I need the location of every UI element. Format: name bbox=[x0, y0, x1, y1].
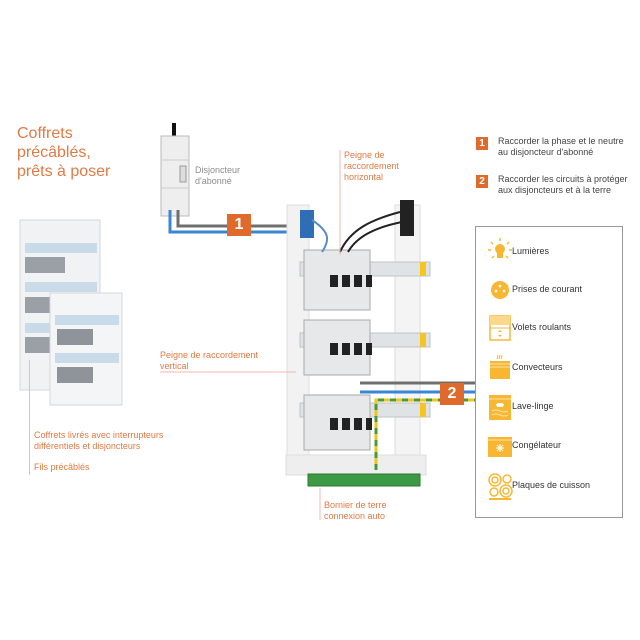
legend-label: Congélateur bbox=[512, 440, 562, 450]
page-title: Coffrets précâblés, prêts à poser bbox=[17, 124, 110, 181]
legend-label: Convecteurs bbox=[512, 362, 563, 372]
phase-wire-1 bbox=[168, 210, 300, 234]
small-enclosure bbox=[49, 292, 123, 406]
freezer-icon bbox=[488, 437, 512, 457]
legend-item-lumieres: Lumières bbox=[476, 235, 622, 269]
cooktop-icon bbox=[488, 473, 513, 500]
title-line-3: prêts à poser bbox=[17, 163, 111, 180]
earth-wire-yellow bbox=[374, 398, 475, 470]
socket-icon bbox=[491, 281, 509, 299]
legend-item-plaques: Plaques de cuisson bbox=[476, 469, 622, 503]
earth-terminal-block bbox=[307, 473, 421, 487]
circuit-legend: Lumières Prises de courant Volets roulan… bbox=[475, 226, 623, 518]
prewired-enclosures-illustration bbox=[19, 219, 123, 406]
step-1-number: 1 bbox=[476, 137, 488, 150]
step-2-number: 2 bbox=[476, 175, 488, 188]
legend-item-convecteurs: Convecteurs bbox=[476, 351, 622, 385]
step-1-text: Raccorder la phase et le neutre au disjo… bbox=[498, 136, 624, 157]
prewired-callout-line bbox=[29, 360, 30, 475]
convector-icon bbox=[490, 354, 510, 379]
legend-label: Prises de courant bbox=[512, 284, 583, 294]
bornier-label: Bornier de terre connexion auto bbox=[324, 500, 387, 521]
legend-item-prises: Prises de courant bbox=[476, 273, 622, 307]
coffrets-label: Coffrets livrés avec interrupteurs diffé… bbox=[34, 430, 164, 451]
roller-shutter-icon bbox=[489, 315, 511, 341]
title-line-2: précâblés, bbox=[17, 144, 91, 161]
washing-machine-icon bbox=[489, 395, 511, 420]
legend-label: Lave-linge bbox=[512, 401, 554, 411]
neutral-wire-1 bbox=[176, 210, 300, 228]
legend-item-lave-linge: Lave-linge bbox=[476, 390, 622, 424]
legend-item-congelateur: Congélateur bbox=[476, 429, 622, 463]
lightbulb-icon bbox=[488, 238, 512, 259]
legend-label: Plaques de cuisson bbox=[512, 480, 591, 490]
subscriber-breaker-illustration bbox=[160, 123, 190, 217]
peigne-horizontal-label: Peigne de raccordement horizontal bbox=[344, 150, 400, 182]
legend-label: Lumières bbox=[512, 246, 550, 256]
step-2-text: Raccorder les circuits à protéger aux di… bbox=[498, 174, 628, 195]
fils-label: Fils précâblés bbox=[34, 462, 90, 472]
step-2-badge: 2 bbox=[440, 383, 464, 405]
disjoncteur-label: Disjoncteur d'abonné bbox=[195, 165, 241, 186]
legend-label: Volets roulants bbox=[512, 322, 572, 332]
peigne-vertical-label: Peigne de raccordement vertical bbox=[160, 350, 259, 371]
distribution-panel bbox=[285, 200, 431, 487]
step-1-badge: 1 bbox=[227, 214, 251, 236]
title-line-1: Coffrets bbox=[17, 125, 73, 142]
legend-item-volets: Volets roulants bbox=[476, 311, 622, 345]
